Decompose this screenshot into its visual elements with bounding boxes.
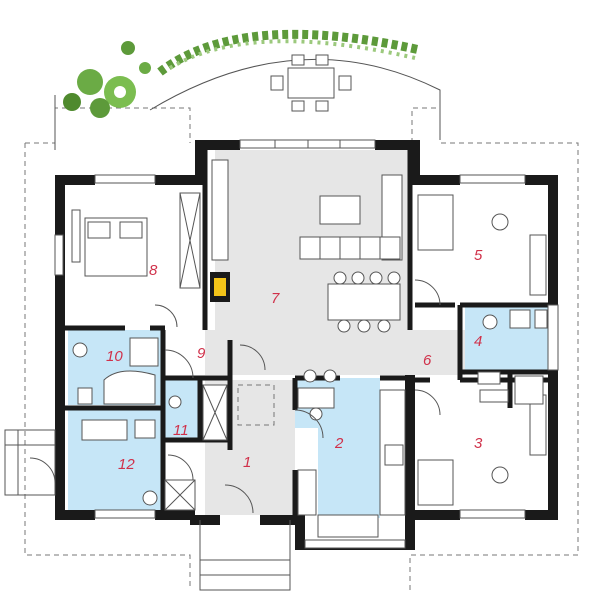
hall-details bbox=[168, 384, 275, 441]
room-8-label: 8 bbox=[149, 262, 158, 279]
room-4-label: 4 bbox=[474, 333, 482, 350]
room-5-furniture bbox=[417, 194, 547, 296]
room-12-label: 12 bbox=[118, 456, 135, 473]
bedroom-8-furniture bbox=[71, 192, 201, 289]
room-6-label: 6 bbox=[423, 352, 432, 369]
bathroom-4-furniture bbox=[477, 309, 548, 405]
bathtub-icon bbox=[103, 370, 156, 405]
sink-icon bbox=[509, 309, 531, 329]
living-furniture bbox=[210, 159, 403, 333]
sofa-icon bbox=[417, 194, 454, 251]
interior-walls bbox=[65, 150, 548, 515]
room-5-label: 5 bbox=[474, 247, 483, 264]
stove-icon bbox=[384, 444, 404, 466]
fireplace-icon bbox=[214, 278, 226, 296]
room-1-label: 1 bbox=[243, 454, 251, 471]
entrance-steps bbox=[4, 429, 291, 591]
table-icon bbox=[270, 54, 352, 112]
room-11-label: 11 bbox=[173, 422, 189, 439]
room-2-label: 2 bbox=[334, 435, 344, 452]
floor-fills bbox=[65, 150, 550, 518]
plant-icon bbox=[63, 29, 421, 118]
room-3-furniture bbox=[417, 389, 547, 506]
bathroom-12-furniture bbox=[81, 419, 196, 511]
windows bbox=[54, 139, 559, 549]
roof-outline bbox=[24, 58, 579, 590]
room-7-label: 7 bbox=[271, 290, 280, 307]
bathroom-10-furniture bbox=[72, 337, 159, 405]
door-swings bbox=[29, 279, 441, 514]
room-labels: 1 2 3 4 5 6 7 8 9 10 11 12 bbox=[106, 247, 483, 473]
toilet-icon bbox=[482, 314, 498, 330]
room-10-label: 10 bbox=[106, 348, 123, 365]
kitchen-furniture bbox=[297, 369, 406, 538]
room-3-label: 3 bbox=[474, 435, 483, 452]
room-9-label: 9 bbox=[197, 345, 206, 362]
